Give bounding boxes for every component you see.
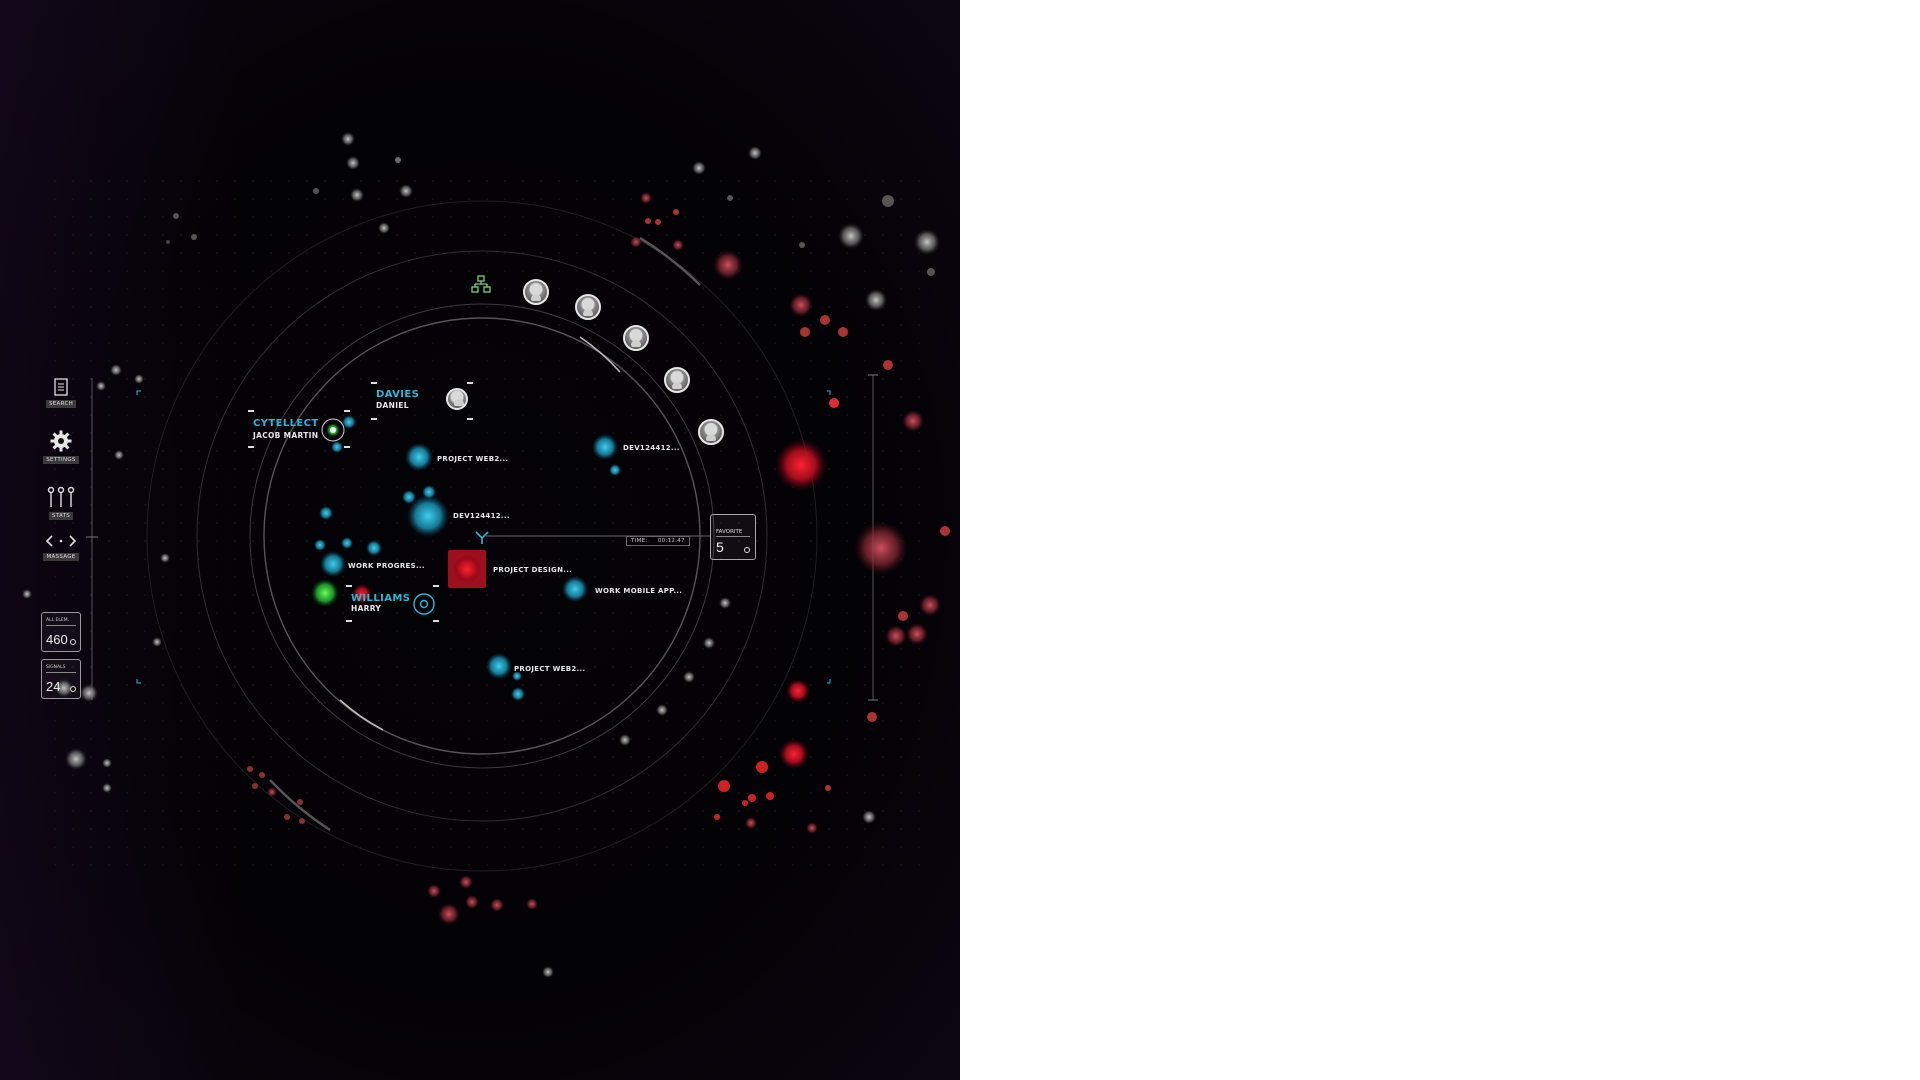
cytellect-name-label: JACOB MARTIN (253, 431, 319, 440)
time-readout: TIME: 00:12.47 (626, 536, 690, 546)
grey-particles (22, 132, 940, 978)
williams-surname-label: WILLIAMS (351, 593, 411, 604)
org-chart-icon[interactable] (471, 275, 491, 293)
avatar-user-3[interactable] (623, 325, 649, 351)
avatar-user-1[interactable] (523, 279, 549, 305)
network-visualization: CYTELLECT JACOB MARTIN DAVIES DANIEL WIL… (0, 0, 960, 1080)
favorite-caption: FAVORITE (716, 529, 750, 537)
favorite-counter[interactable]: FAVORITE 5 (710, 514, 756, 560)
sidebar-item-label: SEARCH (45, 400, 77, 408)
sidebar-item-label: SETTINGS (43, 456, 79, 464)
all-elements-value: 460 (46, 632, 68, 647)
code-arrows-icon (45, 535, 77, 547)
selection-ticks (248, 382, 473, 622)
refresh-icon (70, 686, 76, 692)
all-elements-counter[interactable]: ALL ELEM. 460 (41, 612, 81, 652)
node-label-project-web2-b: PROJECT WEB2... (514, 665, 586, 673)
red-node-williams (352, 584, 372, 604)
refresh-icon (744, 547, 750, 553)
signals-caption: SIGNALS (46, 665, 76, 673)
avatar-user-2[interactable] (575, 294, 601, 320)
davies-surname-label: DAVIES (376, 389, 420, 400)
gear-icon (50, 430, 72, 452)
red-particles (247, 192, 950, 925)
signals-counter[interactable]: SIGNALS 24 (41, 659, 81, 699)
cytellect-company-label: CYTELLECT (253, 418, 319, 429)
avatar-user-5[interactable] (698, 419, 724, 445)
node-label-dev-b: DEV124412... (453, 512, 510, 520)
time-label: TIME: (631, 538, 648, 544)
cyan-nodes (314, 415, 621, 701)
sidebar-item-label: MASSAGE (43, 553, 79, 561)
green-node (311, 579, 339, 607)
avatar-davies[interactable] (446, 388, 468, 410)
signals-value: 24 (46, 679, 61, 694)
orbit-canvas (22, 132, 950, 978)
document-icon (54, 378, 68, 396)
williams-marker[interactable] (413, 593, 435, 615)
sidebar-item-stats[interactable]: STATS (38, 486, 84, 520)
sidebar-item-massage[interactable]: MASSAGE (38, 533, 84, 561)
center-marker-icon (475, 531, 489, 544)
corner-brackets (136, 390, 831, 684)
williams-name-label: HARRY (351, 604, 382, 613)
node-label-project-design: PROJECT DESIGN... (493, 566, 573, 574)
node-label-dev-a: DEV124412... (623, 444, 680, 452)
time-value: 00:12.47 (657, 538, 685, 544)
node-label-work-progress: WORK PROGRES... (348, 562, 425, 570)
sidebar-item-settings[interactable]: SETTINGS (38, 430, 84, 464)
refresh-icon (70, 639, 76, 645)
node-label-project-web2-a: PROJECT WEB2... (437, 455, 509, 463)
sidebar-item-search[interactable]: SEARCH (38, 378, 84, 408)
node-label-work-mobile: WORK MOBILE APP... (595, 587, 683, 595)
avatar-user-4[interactable] (664, 367, 690, 393)
sliders-icon (47, 486, 75, 507)
all-elements-caption: ALL ELEM. (46, 618, 76, 626)
favorite-value: 5 (716, 539, 724, 555)
sidebar-item-label: STATS (48, 512, 74, 520)
davies-name-label: DANIEL (376, 401, 409, 410)
cytellect-marker[interactable] (321, 418, 345, 442)
dot-grid (40, 180, 920, 880)
